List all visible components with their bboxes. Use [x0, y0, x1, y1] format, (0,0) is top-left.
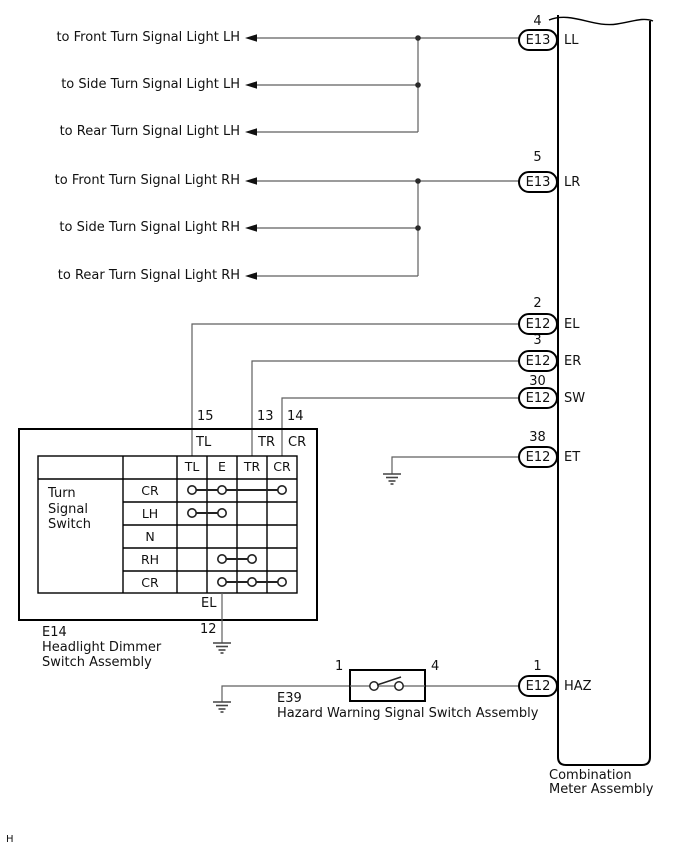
connector-id: E12 [525, 316, 551, 332]
port-label-lr: LR [564, 175, 581, 190]
pin-number-ll: 4 [533, 14, 542, 29]
port-label-sw: SW [564, 391, 586, 406]
col-header-tl: TL [184, 459, 200, 474]
connector-id: E12 [525, 353, 551, 369]
ground-symbol-e14 [213, 642, 231, 654]
port-label-et: ET [564, 450, 581, 465]
wires-rh-group [252, 180, 521, 277]
dimmer-switch-box [18, 428, 318, 621]
dimmer-pin-12: 12 [200, 622, 217, 637]
destination-label-front-lh: to Front Turn Signal Light LH [56, 30, 240, 45]
junction-dots [415, 35, 421, 231]
meter-box [548, 15, 654, 766]
pin-number-haz: 1 [533, 659, 542, 674]
port-label-el: EL [564, 317, 580, 332]
col-header-tr: TR [243, 459, 261, 474]
connector-pill-ll: E13 [518, 29, 558, 51]
hazard-code: E39 [277, 691, 302, 706]
hazard-pin-right: 4 [431, 659, 440, 674]
connector-pill-lr: E13 [518, 171, 558, 193]
port-label-haz: HAZ [564, 679, 592, 694]
pin-number-el: 2 [533, 296, 542, 311]
dimmer-pin-13: 13 [257, 409, 274, 424]
destination-label-rear-rh: to Rear Turn Signal Light RH [57, 268, 240, 283]
col-header-cr: CR [273, 459, 291, 474]
dimmer-wire-tl: TL [196, 435, 212, 450]
port-label-ll: LL [564, 33, 579, 48]
ground-symbol-et [383, 473, 401, 485]
meter-name-line2: Meter Assembly [549, 782, 654, 797]
dimmer-name-line1: Headlight Dimmer [42, 640, 162, 655]
row-label-rh: RH [140, 552, 160, 567]
switch-table-title: Turn Signal Switch [48, 486, 91, 532]
dimmer-code: E14 [42, 625, 67, 640]
connector-id: E12 [525, 678, 551, 694]
wires-lh-group [252, 37, 521, 133]
page-marker: H [6, 834, 14, 845]
port-label-er: ER [564, 354, 582, 369]
hazard-name: Hazard Warning Signal Switch Assembly [277, 706, 539, 721]
destination-label-side-rh: to Side Turn Signal Light RH [59, 220, 240, 235]
dimmer-wire-tr: TR [258, 435, 275, 450]
connector-pill-er: E12 [518, 350, 558, 372]
wires-switch-signals [191, 323, 521, 456]
wire-et-ground [391, 456, 521, 474]
destination-label-rear-lh: to Rear Turn Signal Light LH [59, 124, 240, 139]
switch-contacts [187, 484, 287, 587]
row-label-lh: LH [141, 506, 159, 521]
arrow-heads [245, 34, 257, 280]
dimmer-pin-14: 14 [287, 409, 304, 424]
connector-pill-el: E12 [518, 313, 558, 335]
row-label-cr2: CR [141, 575, 159, 590]
connector-pill-sw: E12 [518, 387, 558, 409]
dimmer-wire-el: EL [201, 596, 217, 611]
dimmer-name-line2: Switch Assembly [42, 655, 152, 670]
pin-number-et: 38 [529, 430, 546, 445]
connector-id: E13 [525, 174, 551, 190]
meter-name-line1: Combination [549, 768, 632, 783]
break-wave-line [548, 16, 654, 26]
dimmer-wire-cr: CR [288, 435, 307, 450]
ground-symbol-hazard [213, 701, 231, 713]
contact-table-grid [37, 455, 298, 594]
hazard-pin-left: 1 [335, 659, 344, 674]
connector-id: E12 [525, 390, 551, 406]
destination-label-side-lh: to Side Turn Signal Light LH [61, 77, 240, 92]
pin-number-lr: 5 [533, 150, 542, 165]
hazard-switch-symbol [350, 676, 425, 691]
connector-id: E12 [525, 449, 551, 465]
connector-id: E13 [525, 32, 551, 48]
connector-pill-haz: E12 [518, 675, 558, 697]
pin-number-sw: 30 [529, 374, 546, 389]
col-header-e: E [218, 459, 226, 474]
pin-number-er: 3 [533, 333, 542, 348]
destination-label-front-rh: to Front Turn Signal Light RH [54, 173, 240, 188]
connector-pill-et: E12 [518, 446, 558, 468]
dimmer-pin-15: 15 [197, 409, 214, 424]
row-label-cr1: CR [141, 483, 159, 498]
row-label-n: N [145, 529, 155, 544]
